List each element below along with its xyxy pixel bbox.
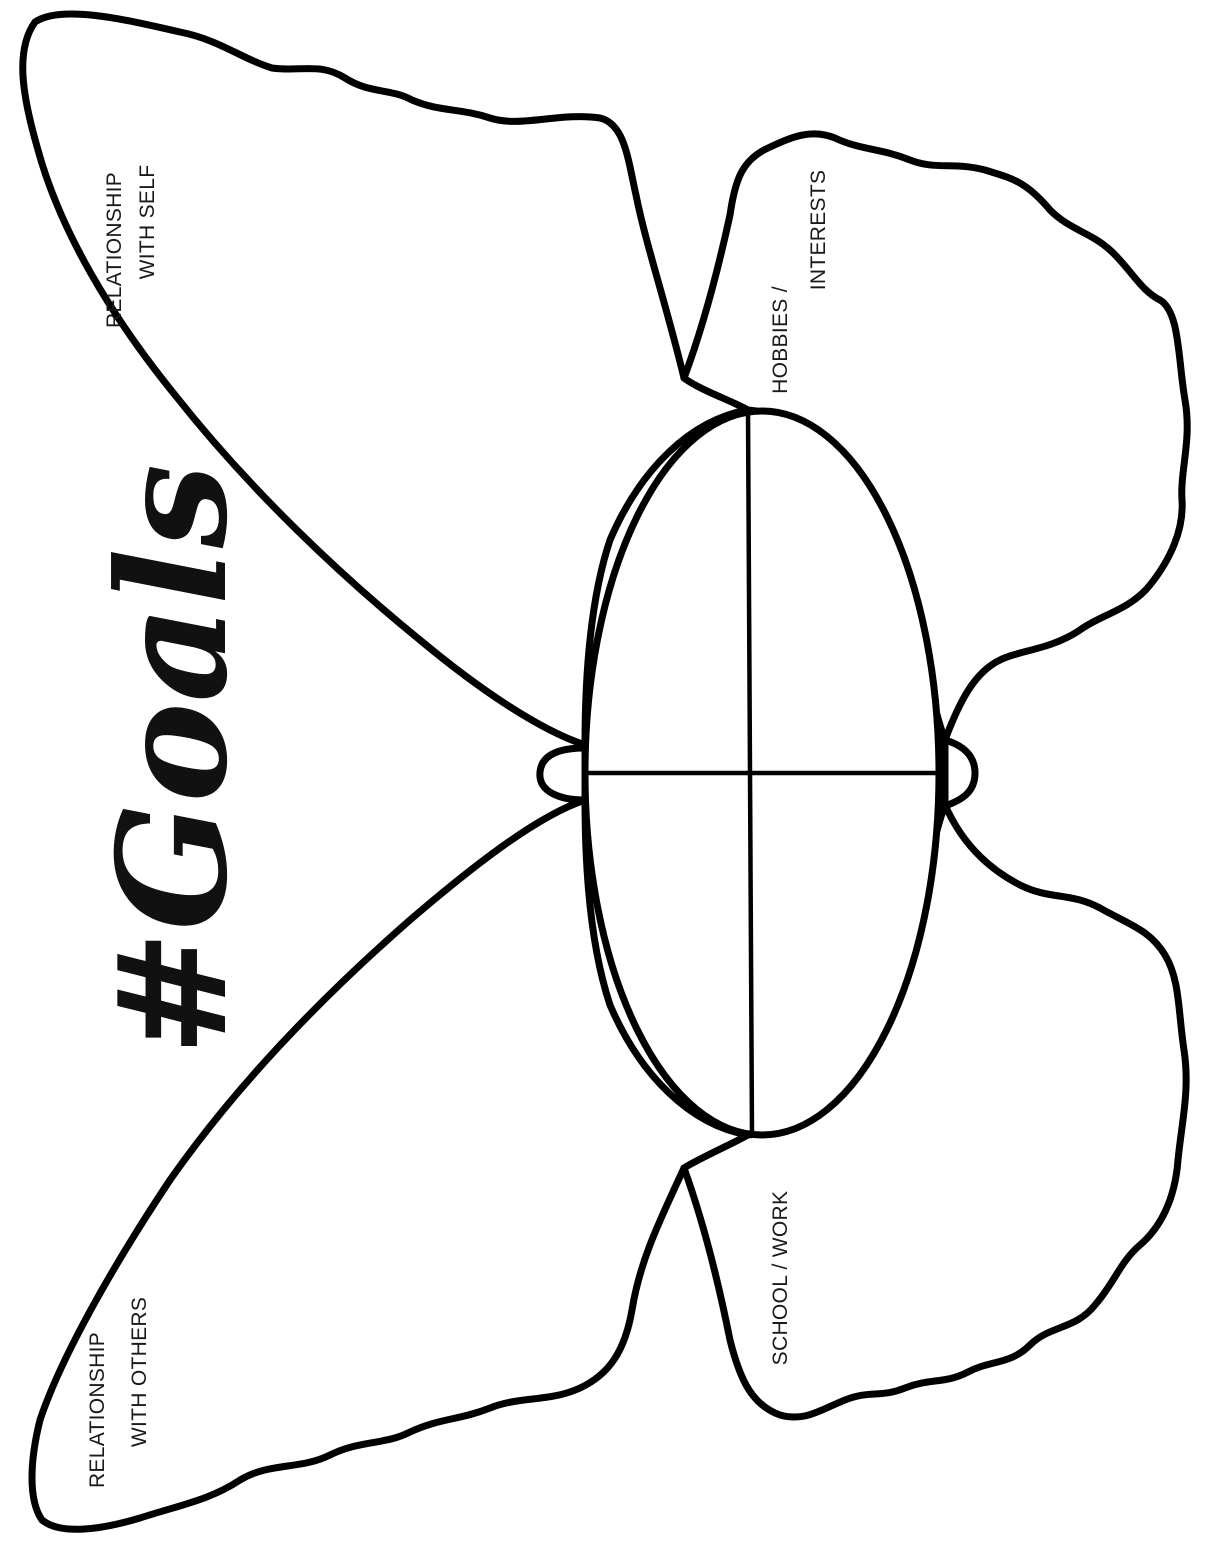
label-hobbies-1: HOBBIES / [769,286,792,394]
label-school-work: SCHOOL / WORK [769,1191,792,1366]
label-relationship-self-1: RELATIONSHIP [103,172,126,328]
label-hobbies-2: INTERESTS [807,170,830,291]
right-notch [945,740,975,806]
label-relationship-self-2: WITH SELF [136,165,159,280]
goals-title: #Goals [85,464,261,1056]
left-notch [540,748,585,800]
label-relationship-others-1: RELATIONSHIP [86,1332,109,1488]
label-relationship-others-2: WITH OTHERS [128,1297,151,1447]
